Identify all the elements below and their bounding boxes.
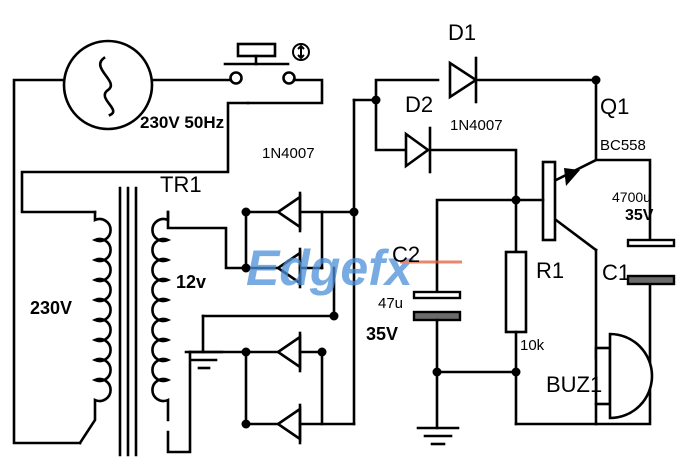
label-r1-value: 10k [520, 337, 545, 354]
label-source: 230V 50Hz [140, 113, 224, 132]
buzzer-buz1 [594, 332, 654, 426]
label-c2-voltage: 35V [366, 324, 398, 344]
wire-primary-top [20, 101, 250, 214]
wire-ground-return [514, 284, 652, 426]
switch-arrow-icon [292, 43, 310, 61]
label-buzzer: BUZ1 [546, 372, 602, 397]
wire-mains-left [12, 78, 82, 445]
label-transformer: TR1 [160, 172, 202, 197]
capacitor-c1 [626, 238, 676, 286]
label-c1-value: 4700u [612, 189, 651, 205]
label-c2-value: 47u [378, 295, 403, 312]
label-d1: D1 [448, 20, 476, 45]
wire-secondary-top [166, 210, 248, 270]
diode-d1 [448, 56, 479, 104]
label-d1-type: 1N4007 [450, 117, 503, 134]
wire-base-to-c2 [435, 198, 518, 292]
label-bridge-diode-type: 1N4007 [262, 145, 315, 162]
bridge-rectifier [241, 98, 359, 445]
svg-text:Edgefx: Edgefx [246, 240, 415, 296]
wire-rail-to-d2 [374, 98, 406, 152]
ac-source [62, 39, 154, 131]
label-c1: C1 [602, 260, 630, 285]
primary-coil [78, 210, 112, 445]
edgefx-watermark: Edgefx [246, 240, 462, 296]
label-q1-type: BC558 [600, 137, 646, 154]
resistor-r1 [504, 198, 528, 426]
secondary-coil [151, 210, 172, 422]
wire-mains-switch-right [246, 78, 324, 105]
label-primary-voltage: 230V [30, 298, 72, 318]
label-c1-voltage: 35V [625, 207, 654, 224]
diode-d2 [404, 126, 432, 174]
transformer [78, 186, 172, 457]
label-d2: D2 [405, 92, 433, 117]
label-secondary-voltage: 12v [176, 272, 206, 292]
ground-symbol-secondary [184, 314, 224, 370]
capacitor-c2 [412, 290, 462, 322]
label-c2: C2 [392, 242, 420, 267]
push-switch[interactable] [223, 42, 310, 85]
ground-symbol-output [416, 426, 460, 446]
label-r1: R1 [536, 258, 564, 283]
label-q1: Q1 [600, 94, 629, 119]
wire-d2-out [428, 148, 518, 202]
wire-rail-to-d1 [352, 78, 440, 102]
